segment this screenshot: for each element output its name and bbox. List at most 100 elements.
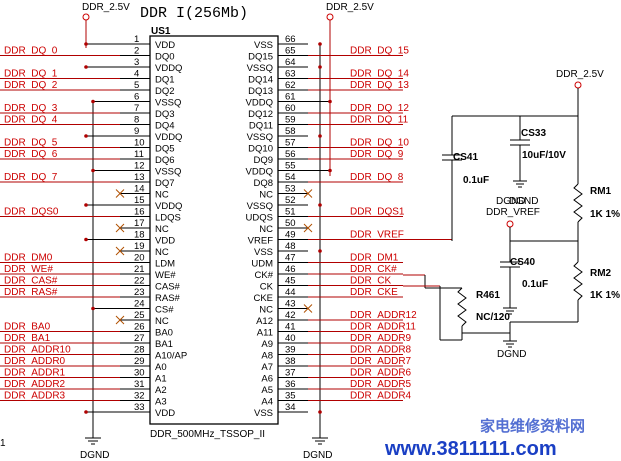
pin-number: 66 [285, 34, 296, 45]
junction-dot [91, 168, 95, 173]
chip-part-number: DDR_500MHz_TSSOP_II [150, 429, 265, 440]
power-left-group: DDR_2.5V [82, 2, 130, 48]
pin-name: VDD [155, 236, 175, 247]
junction-dot [84, 65, 88, 69]
pin-number: 57 [285, 138, 296, 149]
power-port-left [82, 13, 90, 21]
pin-number: 45 [285, 276, 296, 287]
pin-name: VSS [254, 247, 273, 258]
net-label: DDR_RAS# [4, 287, 58, 298]
pin-number: 47 [285, 253, 296, 264]
pin-name: VSSQ [247, 132, 273, 143]
nc-cross [115, 246, 125, 256]
pin-name: DQ2 [155, 86, 175, 97]
cs41-value: 0.1uF [463, 175, 489, 186]
pin-name: VSSQ [247, 201, 273, 212]
vref-supply-port [574, 81, 582, 89]
pin-number: 44 [285, 287, 296, 298]
pin-name: VDDQ [155, 132, 182, 143]
net-label: DDR_DQ_12 [350, 103, 409, 114]
pin-number: 33 [134, 402, 145, 413]
junction-dot [318, 65, 322, 69]
cs41-ref: CS41 [453, 152, 478, 163]
pin-number: 10 [134, 138, 145, 149]
pin-number: 58 [285, 126, 296, 137]
power-right-label: DDR_2.5V [326, 2, 374, 13]
junction-dot [91, 306, 95, 311]
watermark-url: www.3811111.com [384, 438, 557, 460]
pin-name: A8 [261, 351, 273, 362]
junction-dot [318, 134, 322, 138]
pin-number: 1 [134, 34, 139, 45]
net-label: DDR_ADDR5 [350, 379, 412, 390]
junction-dot [318, 249, 322, 253]
pin-number: 27 [134, 333, 145, 344]
net-label: DDR_DQ_5 [4, 138, 58, 149]
chip-ref: US1 [151, 26, 171, 37]
pin-number: 6 [134, 92, 139, 103]
net-label: DDR_WE# [4, 264, 53, 275]
rm1-value: 1K 1% [590, 209, 620, 220]
pin-name: A10/AP [155, 351, 187, 362]
pin-name: DQ0 [155, 52, 175, 63]
net-label: DDR_ADDR0 [4, 356, 66, 367]
pin-name: LDQS [155, 213, 181, 224]
pin-name: DQ9 [253, 155, 273, 166]
power-port-right [326, 13, 334, 21]
pin-number: 46 [285, 264, 296, 275]
pin-name: NC [259, 224, 273, 235]
junction-dot [318, 42, 322, 46]
pin-number: 61 [285, 92, 296, 103]
pin-name: NC [155, 190, 169, 201]
pin-number: 24 [134, 299, 145, 310]
r461-resistor [457, 287, 467, 327]
net-label: DDR_DQS0 [4, 207, 59, 218]
pin-name: VSS [254, 40, 273, 51]
power-right-group: DDR_2.5V [326, 2, 374, 176]
junction-dot [84, 237, 88, 242]
pin-number: 39 [285, 345, 296, 356]
cs40-ref: CS40 [510, 257, 535, 268]
pin-name: VDDQ [155, 63, 182, 74]
net-label: DDR_DQ_0 [4, 46, 58, 57]
vref-network: DDR_2.5V CS33 10uF/10V DGND CS41 0.1uF R… [425, 69, 620, 360]
pin-number: 43 [285, 299, 296, 310]
pin-name: DQ4 [155, 121, 175, 132]
pin-number: 63 [285, 69, 296, 80]
pin-number: 9 [134, 126, 139, 137]
pin-name: DQ6 [155, 155, 175, 166]
pin-number: 20 [134, 253, 145, 264]
pin-name: VSSQ [247, 63, 273, 74]
pin-name: UDQS [246, 213, 273, 224]
net-label: DDR_CK [350, 276, 391, 287]
pin-name: DQ7 [155, 178, 175, 189]
pin-number: 7 [134, 103, 139, 114]
